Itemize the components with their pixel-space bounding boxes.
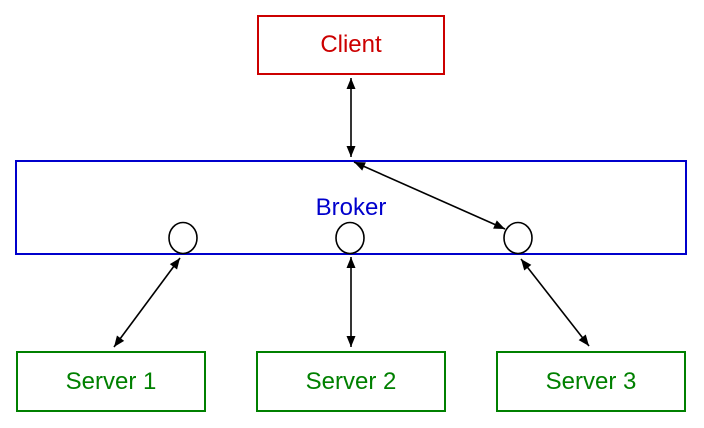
client-label: Client [320, 31, 382, 58]
broker-port-2-circle [335, 221, 365, 255]
server1-node: Server 1 [16, 351, 206, 412]
server1-label: Server 1 [65, 367, 157, 395]
server3-node: Server 3 [496, 351, 686, 412]
edge-broker-port3 [353, 161, 506, 230]
edge-port1-server1 [113, 257, 181, 348]
broker-port-1-circle [168, 221, 198, 255]
broker-port-3-circle [503, 221, 533, 255]
server2-label: Server 2 [305, 367, 397, 395]
edge-port3-server3 [520, 258, 590, 347]
client-node: Client [257, 15, 445, 75]
server3-label: Server 3 [545, 367, 637, 395]
server2-node: Server 2 [256, 351, 446, 412]
